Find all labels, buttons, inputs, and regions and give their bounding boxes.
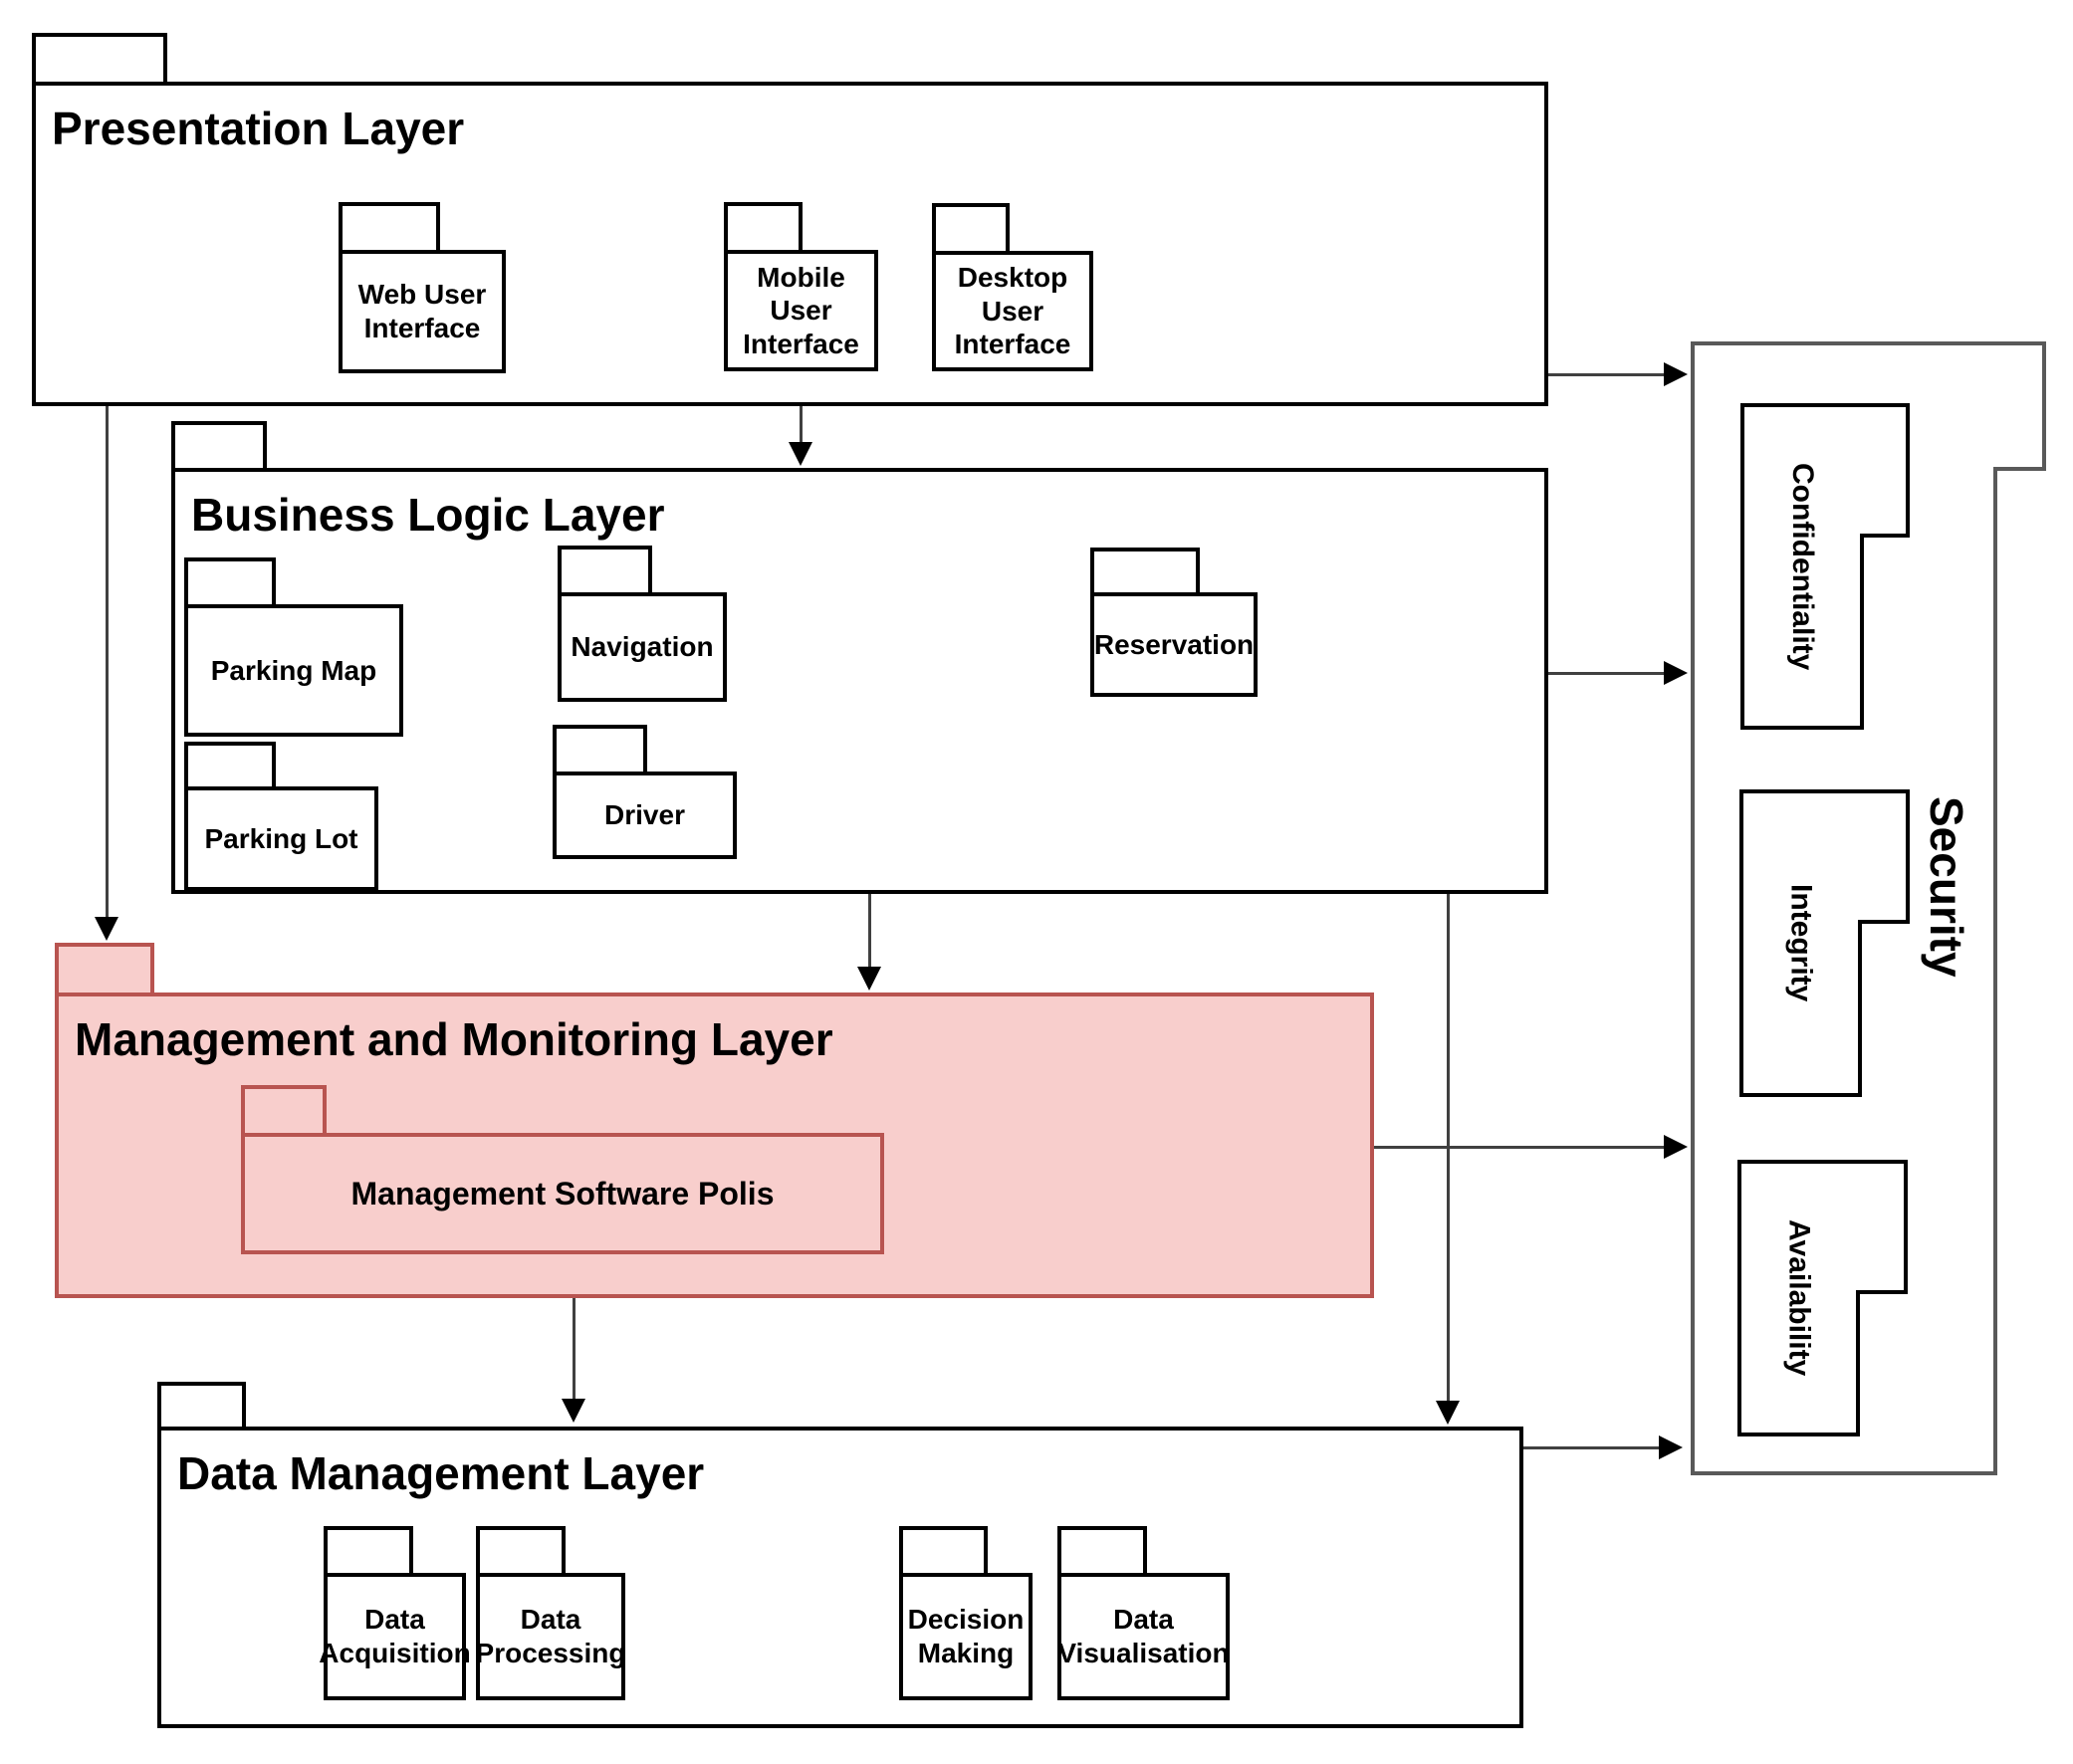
parking-lot-package: Parking Lot: [184, 786, 378, 891]
presentation-layer-tab: [32, 33, 167, 86]
arrow-business-to-management-head: [857, 967, 881, 991]
data-management-layer-title: Data Management Layer: [177, 1447, 705, 1499]
driver-tab: [553, 725, 647, 775]
arrow-presentation-to-business-line: [800, 406, 803, 444]
data-visualisation-tab: [1057, 1526, 1147, 1577]
confidentiality-tab: [1860, 403, 1910, 538]
driver-package: Driver: [553, 772, 737, 859]
security-tab: [1993, 341, 2046, 471]
availability-tab: [1856, 1160, 1908, 1294]
data-processing-package: Data Processing: [476, 1573, 625, 1700]
mobile-user-interface-package: Mobile User Interface: [724, 250, 878, 371]
arrow-management-to-security-head: [1664, 1135, 1688, 1159]
data-acquisition-tab: [324, 1526, 413, 1577]
arrow-presentation-to-management-head: [95, 917, 118, 941]
arrow-presentation-to-business-head: [789, 442, 812, 466]
reservation-tab: [1090, 548, 1200, 596]
arrow-business-to-security-line: [1548, 672, 1666, 675]
integrity-tab: [1858, 789, 1910, 924]
business-logic-layer-package: Business Logic Layer: [171, 468, 1548, 894]
navigation-package: Navigation: [558, 592, 727, 702]
confidentiality-package: Confidentiality: [1740, 403, 1864, 730]
desktop-user-interface-package: Desktop User Interface: [932, 251, 1093, 371]
decision-making-package: Decision Making: [899, 1573, 1033, 1700]
parking-map-tab: [184, 557, 276, 608]
arrow-management-to-security-line: [1374, 1146, 1666, 1149]
web-user-interface-tab: [339, 202, 440, 254]
reservation-package: Reservation: [1090, 592, 1258, 697]
arrow-presentation-to-security-head: [1664, 362, 1688, 386]
mobile-user-interface-tab: [724, 202, 803, 254]
security-title: Security: [1921, 796, 1972, 978]
parking-map-package: Parking Map: [184, 604, 403, 737]
management-monitoring-layer-tab: [55, 943, 154, 996]
arrow-business-to-management-line: [868, 894, 871, 969]
data-acquisition-package: Data Acquisition: [319, 1573, 471, 1700]
management-monitoring-layer-title: Management and Monitoring Layer: [75, 1013, 833, 1065]
data-management-layer-tab: [157, 1382, 246, 1431]
data-processing-tab: [476, 1526, 566, 1577]
web-user-interface-package: Web User Interface: [339, 250, 506, 373]
integrity-package: Integrity: [1739, 789, 1862, 1097]
management-software-polis-package: Management Software Polis: [241, 1133, 884, 1254]
presentation-layer-title: Presentation Layer: [52, 103, 465, 154]
decision-making-tab: [899, 1526, 988, 1577]
navigation-tab: [558, 546, 652, 596]
arrow-data-to-security-line: [1523, 1446, 1661, 1449]
arrow-data-to-security-head: [1659, 1435, 1683, 1459]
arrow-business-to-data-head: [1436, 1401, 1460, 1425]
arrow-management-to-data-head: [562, 1399, 585, 1423]
business-logic-layer-title: Business Logic Layer: [191, 489, 665, 541]
parking-lot-tab: [184, 742, 276, 790]
business-logic-layer-tab: [171, 421, 267, 472]
arrow-presentation-to-management-line: [106, 406, 109, 919]
arrow-business-to-security-head: [1664, 661, 1688, 685]
management-software-polis-tab: [241, 1085, 327, 1137]
desktop-user-interface-tab: [932, 203, 1010, 255]
data-visualisation-package: Data Visualisation: [1057, 1573, 1230, 1700]
arrow-management-to-data-line: [573, 1298, 576, 1401]
arrow-presentation-to-security-line: [1548, 373, 1666, 376]
availability-package: Availability: [1737, 1160, 1860, 1436]
